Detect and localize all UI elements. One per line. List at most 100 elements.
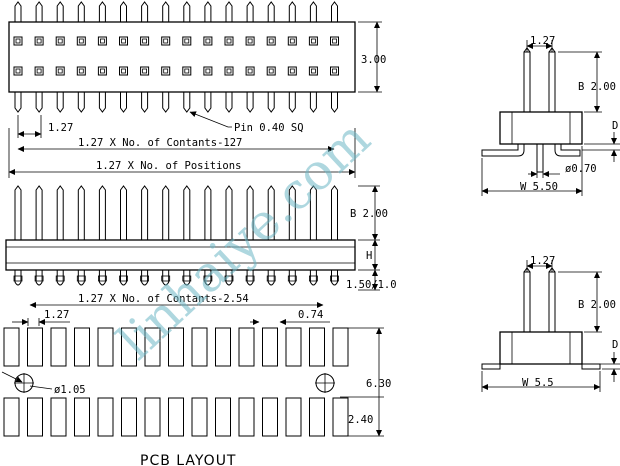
front-tail [120, 270, 127, 286]
top-pin-lower [183, 92, 191, 113]
pcb-pad-top [168, 327, 184, 367]
side1-b-label: B 2.00 [578, 81, 616, 93]
front-tail [35, 270, 43, 286]
pcb-pad-bottom [285, 397, 302, 437]
top-pad-row2 [119, 66, 128, 76]
top-pin-lower [267, 92, 275, 113]
side1-pitch-label: 1.27 [530, 35, 555, 47]
front-pin [309, 185, 317, 240]
side-view-2: 1.27 B 2.00 D W 5.5 [481, 255, 620, 392]
top-pin-lower [120, 92, 127, 113]
front-view-body [5, 239, 356, 271]
front-tail [14, 270, 22, 286]
front-view: B 2.00 H 1.50/1.0 1.27 X No. of Contants… [5, 185, 397, 308]
front-tail [288, 270, 296, 286]
front-pin [141, 185, 149, 240]
top-pad-row2 [245, 66, 255, 76]
pcb-hole-label: ø1.05 [54, 384, 86, 396]
front-tail [225, 270, 233, 286]
pcb-pad-top [215, 327, 231, 367]
top-pin-upper [267, 1, 275, 22]
top-pin-lower [98, 92, 106, 113]
side1-w-label: W 5.50 [520, 181, 558, 193]
top-pad-row1 [308, 36, 318, 46]
contacts-length-label: 1.27 X No. of Contants-127 [78, 137, 242, 149]
side2-b-label: B 2.00 [578, 299, 616, 311]
front-tail [77, 270, 85, 286]
height-label: 3.00 [361, 54, 386, 66]
top-pin-lower [331, 92, 338, 113]
pcb-pad-bottom [215, 397, 231, 437]
top-pin-lower [162, 92, 170, 113]
top-pad-row2 [13, 66, 23, 76]
top-pin-upper [162, 1, 170, 22]
top-pad-row2 [34, 66, 44, 76]
front-tail [204, 270, 212, 286]
top-pad-row2 [330, 66, 339, 76]
top-pad-row2 [287, 66, 297, 76]
top-pin-lower [246, 92, 254, 113]
pcb-pad-bottom [121, 397, 137, 437]
front-h-label: H [366, 250, 372, 262]
pcb-pad-top [144, 327, 161, 367]
front-tail [267, 270, 275, 286]
pcb-pad-bottom [144, 397, 161, 437]
top-pin-upper [204, 1, 212, 22]
pitch-label: 1.27 [48, 122, 73, 134]
front-pin [56, 185, 64, 240]
pcb-pad-top [74, 327, 90, 367]
pcb-pad-top [191, 327, 208, 367]
top-pad-row1 [13, 36, 23, 46]
top-pad-row1 [34, 36, 44, 46]
top-pad-row1 [245, 36, 255, 46]
top-pin-lower [288, 92, 296, 113]
top-pad-row2 [55, 66, 65, 76]
side2-w-label: W 5.5 [522, 377, 554, 389]
pcb-pad-top [121, 327, 137, 367]
top-pad-row2 [266, 66, 276, 76]
front-tail [98, 270, 106, 286]
top-pad-row1 [97, 36, 107, 46]
front-tail [56, 270, 64, 286]
top-pad-row2 [308, 66, 318, 76]
top-pad-row1 [287, 36, 297, 46]
pcb-pad-bottom [262, 397, 278, 437]
top-pin-lower [141, 92, 149, 113]
front-pin [35, 185, 43, 240]
front-pin [77, 185, 85, 240]
top-pin-upper [56, 1, 64, 22]
top-pad-row2 [140, 66, 150, 76]
front-pin [246, 185, 254, 240]
pin-size-label: Pin 0.40 SQ [234, 122, 304, 134]
pcb-pad-label: 0.74 [298, 309, 323, 321]
top-pad-row2 [76, 66, 86, 76]
side-view-1: 1.27 B 2.00 D ø0.70 W 5.50 [481, 35, 620, 196]
top-pin-lower [35, 92, 43, 113]
top-pad-row1 [119, 36, 128, 46]
front-tail [309, 270, 317, 286]
side2-d-label: D [612, 339, 618, 351]
top-pin-lower [309, 92, 317, 113]
top-pad-row1 [76, 36, 86, 46]
pcb-pad-top [238, 327, 255, 367]
top-pad-row2 [97, 66, 107, 76]
front-pin [288, 185, 296, 240]
top-pin-upper [77, 1, 85, 22]
top-pin-upper [183, 1, 191, 22]
front-tail [162, 270, 170, 286]
side1-dia-label: ø0.70 [565, 163, 597, 175]
pcb-pad-bottom [74, 397, 90, 437]
top-pin-upper [225, 1, 233, 22]
front-tail [246, 270, 254, 286]
side2-body [499, 331, 583, 365]
front-pin [267, 185, 275, 240]
front-pin [98, 185, 106, 240]
top-pin-lower [77, 92, 85, 113]
top-pad-row2 [161, 66, 171, 76]
top-pin-upper [120, 1, 127, 22]
top-pad-row1 [203, 36, 213, 46]
top-pin-upper [141, 1, 149, 22]
pcb-pad-bottom [97, 397, 114, 437]
pcb-pad-bottom [168, 397, 184, 437]
top-pad-row1 [330, 36, 339, 46]
